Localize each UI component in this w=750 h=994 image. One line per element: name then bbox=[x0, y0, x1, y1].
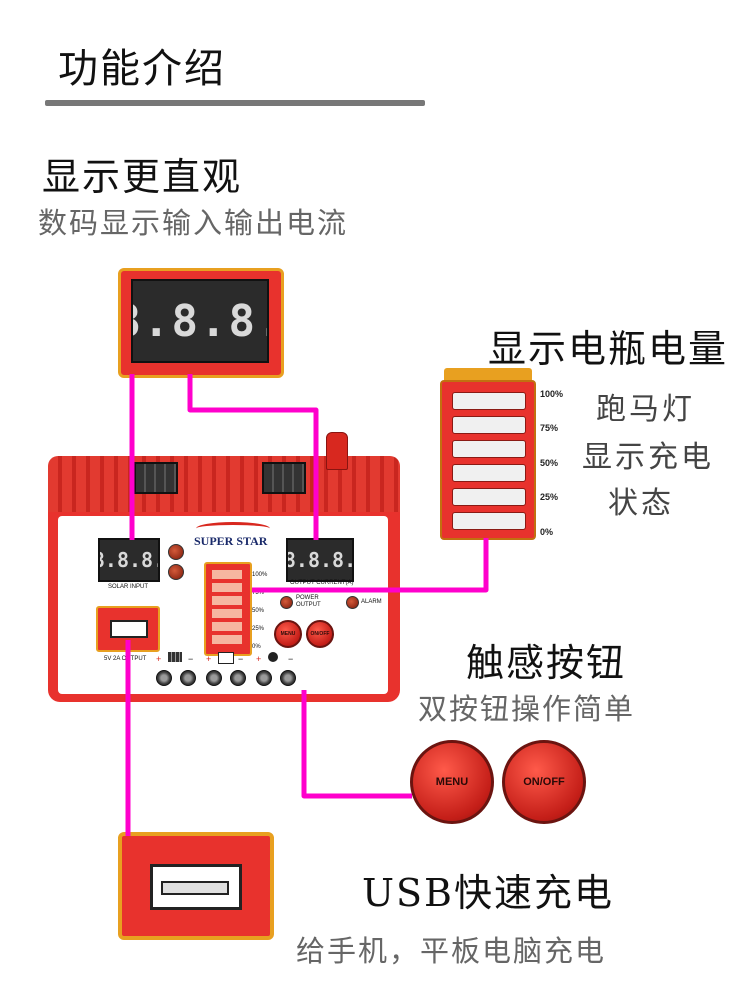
device-menu-label: MENU bbox=[280, 631, 296, 637]
power-output-label: POWER OUTPUT bbox=[296, 595, 321, 608]
device-battery-bar bbox=[212, 583, 242, 592]
device-onoff-label: ON/OFF bbox=[310, 631, 330, 637]
lcd-module: 8.8.8. bbox=[118, 268, 284, 378]
solar-indicator-led bbox=[168, 564, 184, 580]
load-minus-sign: − bbox=[288, 654, 294, 664]
output-current-label: OUTPUT CURRENT(A) bbox=[290, 580, 354, 586]
page-title: 功能介绍 bbox=[58, 46, 226, 92]
connector-line bbox=[301, 690, 412, 799]
battery-desc-line-1: 跑马灯 bbox=[596, 392, 695, 427]
usb-port-tongue bbox=[161, 881, 229, 895]
output-current-display: 8.8.8. bbox=[286, 538, 354, 582]
lcd-digits: 8.8.8. bbox=[133, 295, 267, 347]
usb-feature-subtitle: 给手机，平板电脑充电 bbox=[296, 934, 607, 968]
device-level-label: 100% bbox=[252, 572, 268, 578]
device-menu-button[interactable]: MENU bbox=[274, 620, 302, 648]
menu-button[interactable]: MENU bbox=[410, 740, 494, 824]
touch-feature-title: 触感按钮 bbox=[466, 641, 627, 685]
device-level-label: 75% bbox=[252, 590, 265, 596]
device-battery-bar bbox=[212, 635, 242, 644]
battery-level-label: 0% bbox=[540, 527, 554, 537]
battery-bar bbox=[452, 440, 526, 458]
onoff-button[interactable]: ON/OFF bbox=[502, 740, 586, 824]
battery-terminal-icon bbox=[218, 652, 234, 664]
usb-port-closeup bbox=[118, 832, 274, 940]
title-underline bbox=[45, 100, 425, 106]
device-level-label: 25% bbox=[252, 626, 265, 632]
alarm-label: ALARM bbox=[361, 599, 382, 605]
solar-minus-sign: − bbox=[188, 654, 194, 664]
battery-minus-sign: − bbox=[238, 654, 244, 664]
battery-bar bbox=[452, 416, 526, 434]
battery-plus-sign: + bbox=[206, 654, 212, 664]
battery-level-label: 25% bbox=[540, 492, 559, 502]
device-level-label: 50% bbox=[252, 608, 265, 614]
battery-level-label: 75% bbox=[540, 423, 559, 433]
solar-indicator-led bbox=[168, 544, 184, 560]
onoff-button-label: ON/OFF bbox=[523, 776, 565, 788]
solar-plus-terminal bbox=[156, 670, 172, 686]
battery-bar bbox=[452, 392, 526, 410]
controller-device: SUPER STAR 8.8.8. SOLAR INPUT 8.8.8. OUT… bbox=[48, 432, 400, 702]
battery-bar bbox=[452, 512, 526, 530]
lcd-display: 8.8.8. bbox=[131, 279, 269, 363]
battery-minus-terminal bbox=[230, 670, 246, 686]
battery-feature-title: 显示电瓶电量 bbox=[488, 327, 729, 371]
solar-terminal-icon bbox=[168, 652, 182, 662]
usb-output-label: 5V 2A OUTPUT bbox=[104, 656, 147, 662]
touch-feature-subtitle: 双按钮操作简单 bbox=[418, 692, 636, 726]
solar-input-label: SOLAR INPUT bbox=[108, 584, 149, 590]
battery-bar bbox=[452, 488, 526, 506]
battery-level-label: 100% bbox=[540, 389, 564, 399]
device-knob bbox=[326, 432, 348, 470]
device-level-label: 0% bbox=[252, 644, 261, 650]
usb-feature-title: USB快速充电 bbox=[362, 871, 614, 915]
power-output-led bbox=[280, 596, 293, 609]
device-usb-port[interactable] bbox=[96, 606, 160, 652]
battery-desc-line-3: 状态 bbox=[608, 486, 674, 521]
device-battery-gauge bbox=[204, 562, 252, 656]
solar-minus-terminal bbox=[180, 670, 196, 686]
battery-terminal-cap bbox=[444, 368, 532, 382]
battery-gauge bbox=[440, 368, 536, 540]
device-battery-bar bbox=[212, 570, 242, 579]
output-lcd-digits: 8.8.8. bbox=[286, 548, 354, 572]
usb-port-slot bbox=[150, 864, 242, 910]
menu-button-label: MENU bbox=[435, 776, 469, 788]
solar-panel-icon bbox=[134, 462, 178, 494]
load-minus-terminal bbox=[280, 670, 296, 686]
device-battery-bar bbox=[212, 596, 242, 605]
load-plus-sign: + bbox=[256, 654, 262, 664]
display-feature-subtitle: 数码显示输入输出电流 bbox=[38, 206, 349, 240]
display-feature-title: 显示更直观 bbox=[42, 155, 243, 199]
bulb-icon bbox=[268, 652, 278, 662]
load-plus-terminal bbox=[256, 670, 272, 686]
alarm-led bbox=[346, 596, 359, 609]
solar-panel-icon bbox=[262, 462, 306, 494]
battery-body bbox=[440, 380, 536, 540]
battery-plus-terminal bbox=[206, 670, 222, 686]
brand-label: SUPER STAR bbox=[194, 534, 268, 548]
solar-plus-sign: + bbox=[156, 654, 162, 664]
device-onoff-button[interactable]: ON/OFF bbox=[306, 620, 334, 648]
solar-lcd-digits: 8.8.8. bbox=[100, 548, 158, 572]
battery-desc-line-2: 显示充电 bbox=[582, 440, 714, 475]
device-battery-bar bbox=[212, 622, 242, 631]
battery-bar bbox=[452, 464, 526, 482]
solar-input-display: 8.8.8. bbox=[98, 538, 160, 582]
device-usb-slot bbox=[110, 620, 148, 638]
battery-level-label: 50% bbox=[540, 458, 559, 468]
device-battery-bar bbox=[212, 609, 242, 618]
